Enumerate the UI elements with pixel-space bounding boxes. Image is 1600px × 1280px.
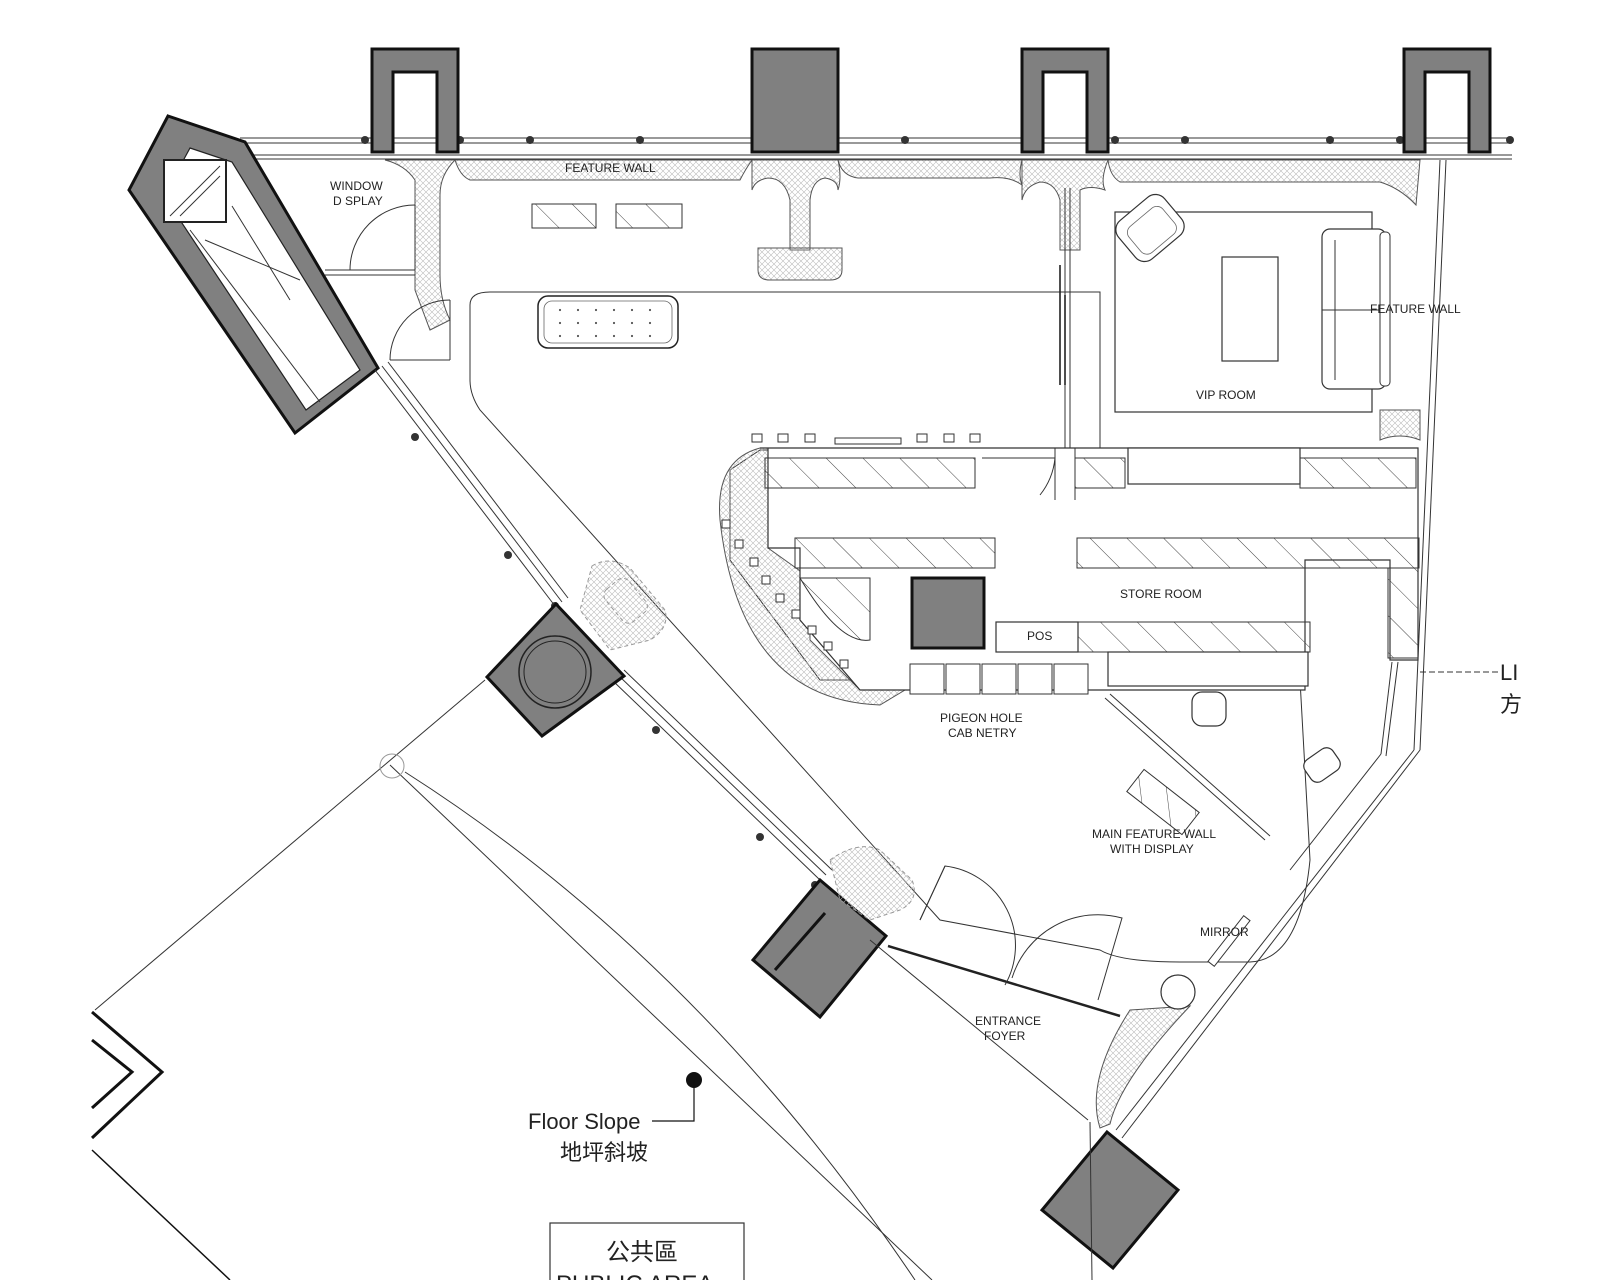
column-top-left <box>127 114 380 436</box>
vip-room: VIP ROOM FEATURE WALL <box>1059 188 1461 450</box>
wall-cladding-top <box>384 159 1421 441</box>
label-vip-room: VIP ROOM <box>1196 388 1256 402</box>
edge-label-2: 方 <box>1500 692 1522 717</box>
label-feature-wall-top: FEATURE WALL <box>565 161 656 175</box>
public-area-box: 公共區 PUBLIC AREA <box>549 1222 745 1280</box>
entrance-cladding <box>1095 1005 1192 1129</box>
tufted-sofa <box>537 295 679 349</box>
display-benches <box>531 203 683 229</box>
diagonal-facade <box>374 361 833 889</box>
label-entrance-2: FOYER <box>984 1029 1026 1043</box>
column-top-2 <box>750 47 840 154</box>
entrance-doors: ENTRANCE FOYER <box>887 865 1123 1043</box>
label-pigeon-hole-2: CAB NETRY <box>948 726 1016 740</box>
stool-2 <box>1303 747 1341 783</box>
stool-1 <box>1191 691 1227 727</box>
window-display-room: WINDOW D SPLAY <box>325 179 451 361</box>
label-main-feature-1: MAIN FEATURE WALL <box>1092 827 1216 841</box>
label-pigeon-hole-1: PIGEON HOLE <box>940 711 1023 725</box>
stair-chevrons <box>90 1010 231 1280</box>
label-main-feature-2: WITH DISPLAY <box>1110 842 1194 856</box>
column-diagonal-lower <box>750 877 889 1020</box>
mirror: MIRROR <box>1200 914 1251 968</box>
label-window-display-2: D SPLAY <box>333 194 383 208</box>
label-public-area-en: PUBLIC AREA <box>556 1271 713 1280</box>
column-bottom-right <box>1039 1129 1181 1271</box>
round-table <box>1160 974 1196 1010</box>
column-diagonal-round <box>484 601 627 738</box>
column-top-4 <box>1402 47 1492 154</box>
label-feature-wall-right: FEATURE WALL <box>1370 302 1461 316</box>
column-top-1 <box>370 47 460 154</box>
main-floor-outline <box>469 291 1311 963</box>
label-store-room: STORE ROOM <box>1120 587 1202 601</box>
edge-label-1: LI <box>1500 660 1518 685</box>
public-area-lines <box>94 679 1093 1280</box>
label-public-area-zh: 公共區 <box>606 1239 678 1266</box>
label-pos: POS <box>1027 629 1052 643</box>
glass-partition <box>1104 697 1266 841</box>
top-facade <box>240 136 1514 160</box>
store-room: STORE ROOM POS PIGEON HOLE CAB NETRY <box>719 447 1420 740</box>
counter-stools <box>721 433 981 669</box>
dashed-chair-2 <box>829 846 915 921</box>
dashed-chair-1 <box>579 560 667 651</box>
label-floor-slope-zh: 地坪斜坡 <box>560 1140 648 1165</box>
column-top-3 <box>1020 47 1110 154</box>
floor-slope-callout: Floor Slope 地坪斜坡 <box>528 1072 702 1165</box>
label-window-display-1: WINDOW <box>330 179 383 193</box>
main-feature-display: MAIN FEATURE WALL WITH DISPLAY <box>1092 768 1216 856</box>
label-floor-slope-en: Floor Slope <box>528 1109 641 1134</box>
label-entrance-1: ENTRANCE <box>975 1014 1041 1028</box>
right-facade: LI 方 <box>1115 159 1522 1139</box>
label-mirror: MIRROR <box>1200 925 1249 939</box>
